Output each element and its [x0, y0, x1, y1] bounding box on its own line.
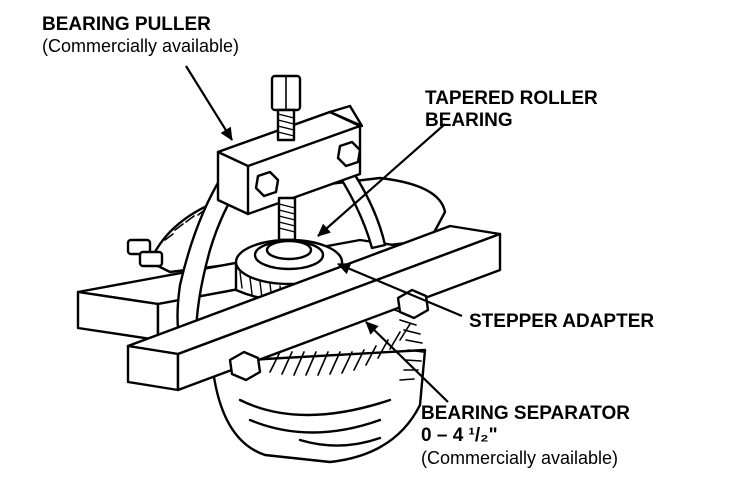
leader-bearing-puller: [185, 65, 233, 141]
crossbar-nut-right: [336, 140, 362, 168]
stepper-adapter-label: STEPPER ADAPTER: [469, 311, 654, 333]
tapered-roller-bearing-label: TAPERED ROLLER BEARING: [425, 88, 598, 133]
leader-stepper-adapter: [337, 262, 463, 318]
bearing-puller-label: BEARING PULLER (Commercially available): [42, 14, 239, 58]
tapered-roller-bearing-line2: BEARING: [425, 110, 513, 132]
bearing-puller-title: BEARING PULLER: [42, 14, 211, 35]
leader-tapered-roller-bearing: [317, 123, 446, 237]
stepper-adapter-title: STEPPER ADAPTER: [469, 311, 655, 332]
bearing-separator-size: 0 – 4 ¹/₂": [421, 425, 498, 447]
separator-bolt-right: [396, 288, 430, 320]
separator-bolt-left: [228, 350, 262, 382]
bearing-separator-title: BEARING SEPARATOR: [421, 403, 631, 424]
bearing-puller-note: (Commercially available): [42, 36, 240, 57]
separator-bar-front: [126, 224, 502, 392]
tapered-roller-bearing-line1: TAPERED ROLLER: [425, 88, 598, 109]
bearing-separator-note: (Commercially available): [421, 447, 619, 468]
bearing-separator-label: BEARING SEPARATOR 0 – 4 ¹/₂" (Commercial…: [421, 403, 630, 469]
puller-crossbar: [216, 104, 364, 216]
leader-bearing-separator: [365, 321, 449, 403]
crossbar-nut-left: [254, 170, 280, 198]
stub-bolt-left: [126, 238, 164, 268]
differential-gear: [210, 309, 427, 464]
